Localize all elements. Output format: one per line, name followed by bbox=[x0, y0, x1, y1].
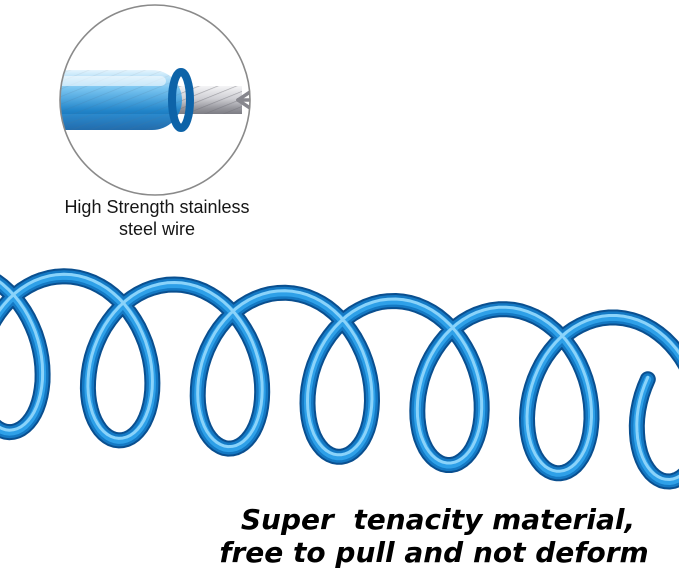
inset-caption-line2: steel wire bbox=[119, 219, 195, 239]
coiled-wire bbox=[0, 268, 679, 490]
wire-cross-section bbox=[60, 68, 250, 132]
inset-caption-line1: High Strength stainless bbox=[64, 197, 249, 217]
sheath-highlight bbox=[60, 76, 166, 86]
tagline: Super tenacity material, free to pull an… bbox=[219, 503, 648, 569]
steel-wire-tip bbox=[236, 90, 250, 110]
tagline-line1: Super tenacity material, bbox=[241, 503, 635, 536]
tagline-line2: free to pull and not deform bbox=[219, 536, 648, 569]
lens-ring bbox=[59, 4, 251, 196]
sheath-end-ring bbox=[168, 68, 194, 132]
magnifier-inset: High Strength stainless steel wire bbox=[59, 4, 251, 239]
blue-sheath bbox=[60, 68, 194, 132]
